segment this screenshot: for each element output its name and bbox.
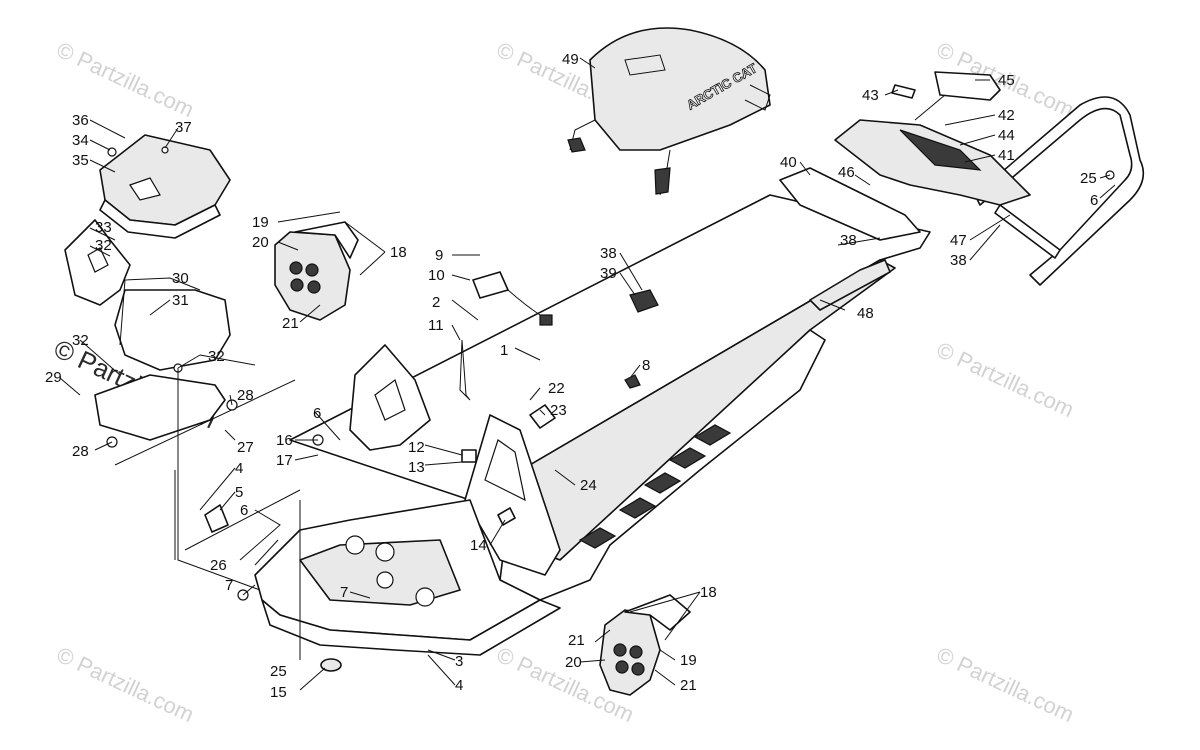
callout-47: 47 [950,232,967,249]
rear-plate-48 [809,259,891,311]
dash-top-35 [99,134,231,239]
callout-35: 35 [72,152,89,169]
callout-43: 43 [862,87,879,104]
callout-1: 1 [500,342,508,359]
watermark-bottom-left: © Partzilla.com [53,642,198,727]
callout-8: 8 [642,357,650,374]
callout-38-rear: 38 [840,232,857,249]
callout-6-lower: 6 [240,502,248,519]
watermark-top-left: © Partzilla.com [53,37,198,122]
callout-19-lower: 19 [680,652,697,669]
callout-14: 14 [470,537,487,554]
callout-46: 46 [838,164,855,181]
callout-28-right: 28 [237,387,254,404]
callout-32-left: 32 [72,332,89,349]
callout-25-right: 25 [1080,170,1097,187]
side-panel-20-upper [274,221,359,321]
callout-40: 40 [780,154,797,171]
callout-48: 48 [857,305,874,322]
callout-20-lower: 20 [565,654,582,671]
callout-10: 10 [428,267,445,284]
callout-16: 16 [276,432,293,449]
callout-5: 5 [235,484,243,501]
small-parts [106,146,1115,672]
callout-27: 27 [237,439,254,456]
callout-15: 15 [270,684,287,701]
watermark-bottom-right: © Partzilla.com [933,642,1078,727]
callout-21-lower-left: 21 [568,632,585,649]
callout-39: 39 [600,265,617,282]
callout-24: 24 [580,477,597,494]
seat-49: ARCTIC CAT [567,27,771,196]
callout-9: 9 [435,247,443,264]
callout-2: 2 [432,294,440,311]
callout-18-lower: 18 [700,584,717,601]
callout-49: 49 [562,51,579,68]
callout-18-upper: 18 [390,244,407,261]
callout-4-lower: 4 [455,677,463,694]
tail-assembly [834,71,1031,206]
callout-21-lower-right: 21 [680,677,697,694]
callout-19-upper: 19 [252,214,269,231]
callout-38-center: 38 [600,245,617,262]
callout-12: 12 [408,439,425,456]
callout-30: 30 [172,270,189,287]
callout-31: 31 [172,292,189,309]
callout-32-upper: 32 [95,237,112,254]
callout-28-left: 28 [72,443,89,460]
callout-34: 34 [72,132,89,149]
callout-21-upper: 21 [282,315,299,332]
callout-3: 3 [455,653,463,670]
callout-7-center: 7 [340,584,348,601]
callout-42: 42 [998,107,1015,124]
leader-lines [59,57,1116,691]
callout-33: 33 [95,219,112,236]
callout-20-upper: 20 [252,234,269,251]
callout-17: 17 [276,452,293,469]
rear-bumper-47 [974,96,1145,286]
callout-38-bumper: 38 [950,252,967,269]
callout-44: 44 [998,127,1015,144]
callout-labels: 1 2 3 4 4 5 6 6 6 7 7 8 9 10 11 12 13 14… [45,51,1098,701]
callout-7-left: 7 [225,577,233,594]
callout-25-left: 25 [270,663,287,680]
callout-29: 29 [45,369,62,386]
rear-gusset-40 [779,167,921,241]
watermark-mid-right: © Partzilla.com [933,337,1078,422]
callout-13: 13 [408,459,425,476]
callout-6-upper: 6 [313,405,321,422]
chassis-tunnel [254,167,931,656]
callout-41: 41 [998,147,1015,164]
callout-26: 26 [210,557,227,574]
callout-36: 36 [72,112,89,129]
gauge-panel-30 [64,219,231,441]
callout-4-upper: 4 [235,460,243,477]
callout-23: 23 [550,402,567,419]
running-board-holes [578,424,732,549]
callout-45: 45 [998,72,1015,89]
callout-37: 37 [175,119,192,136]
callout-32-right: 32 [208,348,225,365]
callout-22: 22 [548,380,565,397]
callout-11: 11 [428,317,444,334]
console-section-27 [114,379,301,560]
side-panel-20-lower [599,594,691,696]
callout-6-right: 6 [1090,192,1098,209]
